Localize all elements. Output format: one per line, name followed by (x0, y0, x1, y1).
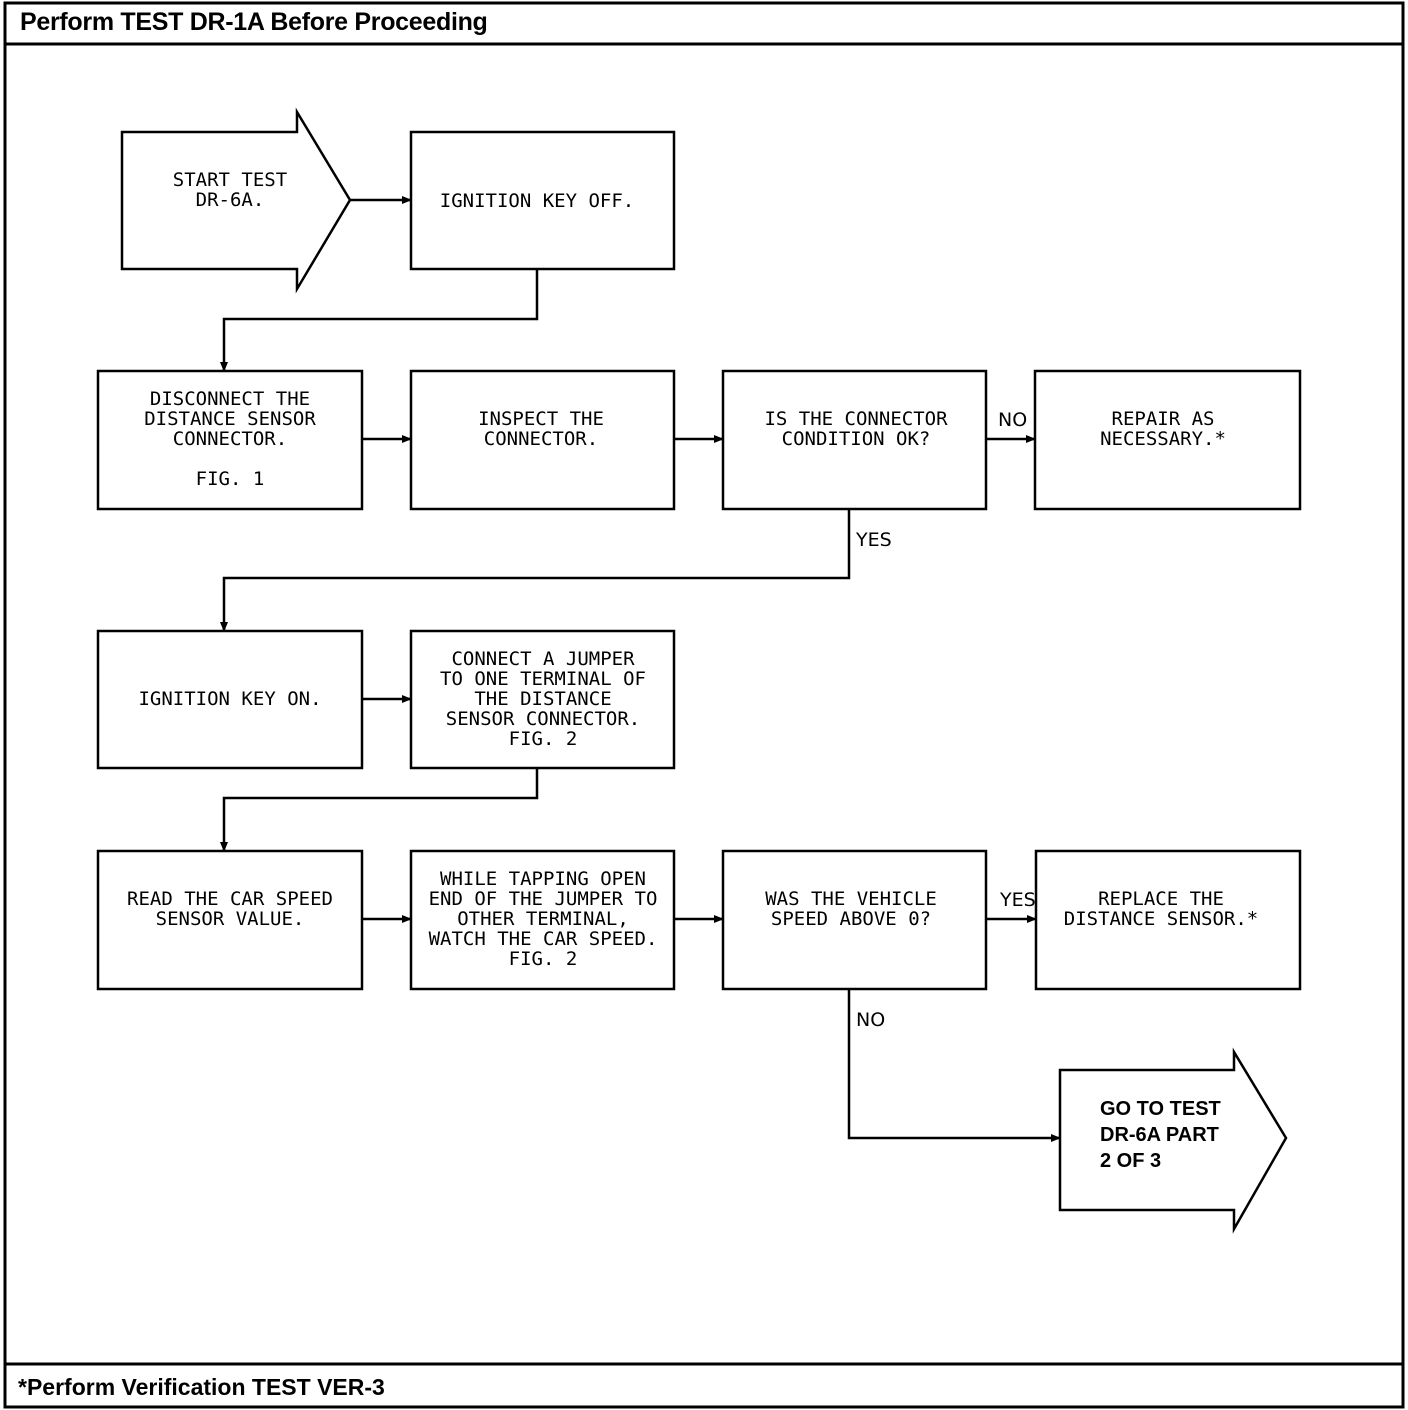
text-line: CONDITION OK? (782, 428, 931, 450)
connector-ok-to-ignition-on (220, 509, 851, 632)
text-line: SENSOR CONNECTOR. (446, 708, 640, 730)
text-line: REPAIR AS (1112, 408, 1215, 430)
text-line: IS THE CONNECTOR (764, 408, 948, 430)
text-line: READ THE CAR SPEED (127, 888, 333, 910)
goto-arrow-shape (1058, 1047, 1288, 1234)
label-no-repair: NO (998, 409, 1027, 431)
text-line: DISCONNECT THE (150, 388, 310, 410)
label-yes-replace: YES (999, 889, 1036, 911)
text-line: REPLACE THE (1098, 888, 1224, 910)
goto-text: GO TO TEST DR-6A PART 2 OF 3 (1100, 1098, 1221, 1172)
ignition-on-text: IGNITION KEY ON. (138, 688, 321, 710)
text-line: DISTANCE SENSOR (144, 408, 316, 430)
text-line: FIG. 1 (196, 468, 265, 490)
text-line: IGNITION KEY OFF. (440, 190, 634, 212)
text-line: DR-6A. (196, 189, 265, 211)
text-line: SENSOR VALUE. (156, 908, 305, 930)
text-line: SPEED ABOVE 0? (771, 908, 931, 930)
text-line: DISTANCE SENSOR.* (1064, 908, 1258, 930)
text-line: WHILE TAPPING OPEN (440, 868, 646, 890)
text-line: 2 OF 3 (1100, 1150, 1161, 1172)
outer-border (3, 1, 1405, 1409)
text-line: INSPECT THE (478, 408, 604, 430)
text-line: FIG. 2 (509, 948, 578, 970)
ignition-off-text: IGNITION KEY OFF. (440, 190, 634, 212)
text-line: OTHER TERMINAL, (457, 908, 629, 930)
text-line: NECESSARY.* (1100, 428, 1226, 450)
text-line (224, 448, 235, 470)
text-line: WAS THE VEHICLE (765, 888, 937, 910)
page-title: Perform TEST DR-1A Before Proceeding (20, 8, 488, 36)
text-line: CONNECTOR. (173, 428, 287, 450)
text-line: GO TO TEST (1100, 1098, 1221, 1120)
text-line: WATCH THE CAR SPEED. (429, 928, 658, 950)
text-line: CONNECT A JUMPER (451, 648, 635, 670)
connector-jumper-to-read (220, 768, 539, 852)
text-line: TO ONE TERMINAL OF (440, 668, 646, 690)
text-line: FIG. 2 (509, 728, 578, 750)
footer-note: *Perform Verification TEST VER-3 (18, 1374, 385, 1400)
text-line: START TEST (173, 169, 287, 191)
text-line: IGNITION KEY ON. (138, 688, 321, 710)
text-line: DR-6A PART (1100, 1124, 1219, 1146)
connector-off-to-disconnect (220, 269, 539, 372)
connector-speed-to-goto (847, 989, 1061, 1142)
start-arrow-shape (120, 107, 352, 294)
text-line: CONNECTOR. (484, 428, 598, 450)
text-line: END OF THE JUMPER TO (429, 888, 658, 910)
label-yes-ok: YES (855, 529, 892, 551)
text-line: THE DISTANCE (474, 688, 611, 710)
label-no-goto: NO (856, 1009, 885, 1031)
